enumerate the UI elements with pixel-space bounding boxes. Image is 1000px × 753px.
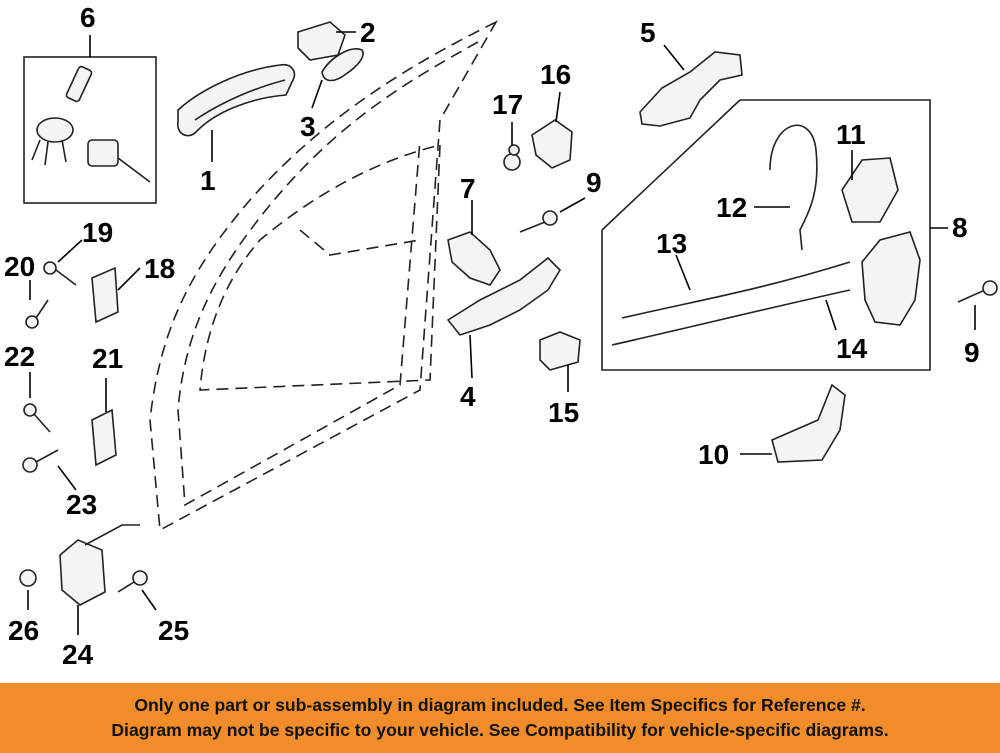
callout-25: 25 (158, 615, 189, 646)
part-21-hinge-icon (91, 408, 117, 467)
part-14-cable-icon (611, 289, 851, 346)
callout-9-right: 9 (964, 337, 980, 368)
part-18-hinge-icon (91, 266, 119, 324)
disclaimer-line-2: Diagram may not be specific to your vehi… (111, 720, 889, 740)
callout-22: 22 (4, 341, 35, 372)
part-5-handle-bracket-icon (639, 51, 743, 127)
callout-5: 5 (640, 17, 656, 48)
callout-17: 17 (492, 89, 523, 120)
callout-26: 26 (8, 615, 39, 646)
part-16-striker-icon (531, 119, 573, 169)
part-2-handle-cover-icon (297, 21, 346, 61)
callout-14: 14 (836, 333, 868, 364)
callout-18: 18 (144, 253, 175, 284)
part-24-door-check-icon (59, 539, 106, 606)
callout-9-upper: 9 (586, 167, 602, 198)
callout-24: 24 (62, 639, 94, 670)
leader-lines (27, 31, 976, 635)
part-13-cable-icon (621, 261, 851, 319)
callout-10: 10 (698, 439, 729, 470)
callout-8: 8 (952, 212, 968, 243)
part-26-nut-icon (19, 569, 37, 587)
part-19-bolt-icon (43, 261, 77, 286)
part-20-bolt-icon (25, 299, 49, 329)
part-11-actuator-cover-icon (841, 157, 899, 223)
part-17-bolt-icon (503, 144, 521, 171)
part-8-box (601, 99, 931, 371)
callout-12: 12 (716, 192, 747, 223)
callout-19: 19 (82, 217, 113, 248)
callout-21: 21 (92, 343, 123, 374)
part-23-bolt-icon (22, 449, 59, 473)
part-3-handle-cap-icon (321, 48, 364, 82)
callout-4: 4 (460, 381, 476, 412)
disclaimer-line-1: Only one part or sub-assembly in diagram… (134, 695, 866, 715)
part-6-lock-cylinder-icon (31, 65, 151, 183)
disclaimer-banner: Only one part or sub-assembly in diagram… (0, 683, 1000, 753)
part-15-cap-icon (539, 331, 581, 371)
door-parts-diagram: 1 2 3 4 5 6 7 8 9 9 10 11 12 13 14 15 16… (4, 2, 998, 670)
callout-20: 20 (4, 251, 35, 282)
callout-11: 11 (836, 119, 866, 150)
part-7-bracket-icon (447, 231, 501, 286)
part-9-screw-icon (519, 210, 558, 233)
part-4-inside-handle-icon (446, 256, 562, 336)
door-outline (149, 20, 499, 532)
callout-13: 13 (656, 228, 687, 259)
callout-1: 1 (200, 165, 216, 196)
part-9b-screw-icon (957, 280, 998, 303)
callout-2: 2 (360, 17, 376, 48)
part-1-outside-handle-icon (177, 63, 296, 137)
part-8-latch-icon (861, 231, 921, 326)
callout-23: 23 (66, 489, 97, 520)
callout-16: 16 (540, 59, 571, 90)
callout-7: 7 (460, 173, 476, 204)
part-22-bolt-icon (23, 403, 51, 433)
callout-3: 3 (300, 111, 316, 142)
part-12-cable-icon (769, 124, 818, 251)
callout-6: 6 (80, 2, 96, 33)
callout-15: 15 (548, 397, 579, 428)
part-25-bolt-icon (117, 570, 148, 593)
part-10-hinge-icon (771, 383, 846, 463)
